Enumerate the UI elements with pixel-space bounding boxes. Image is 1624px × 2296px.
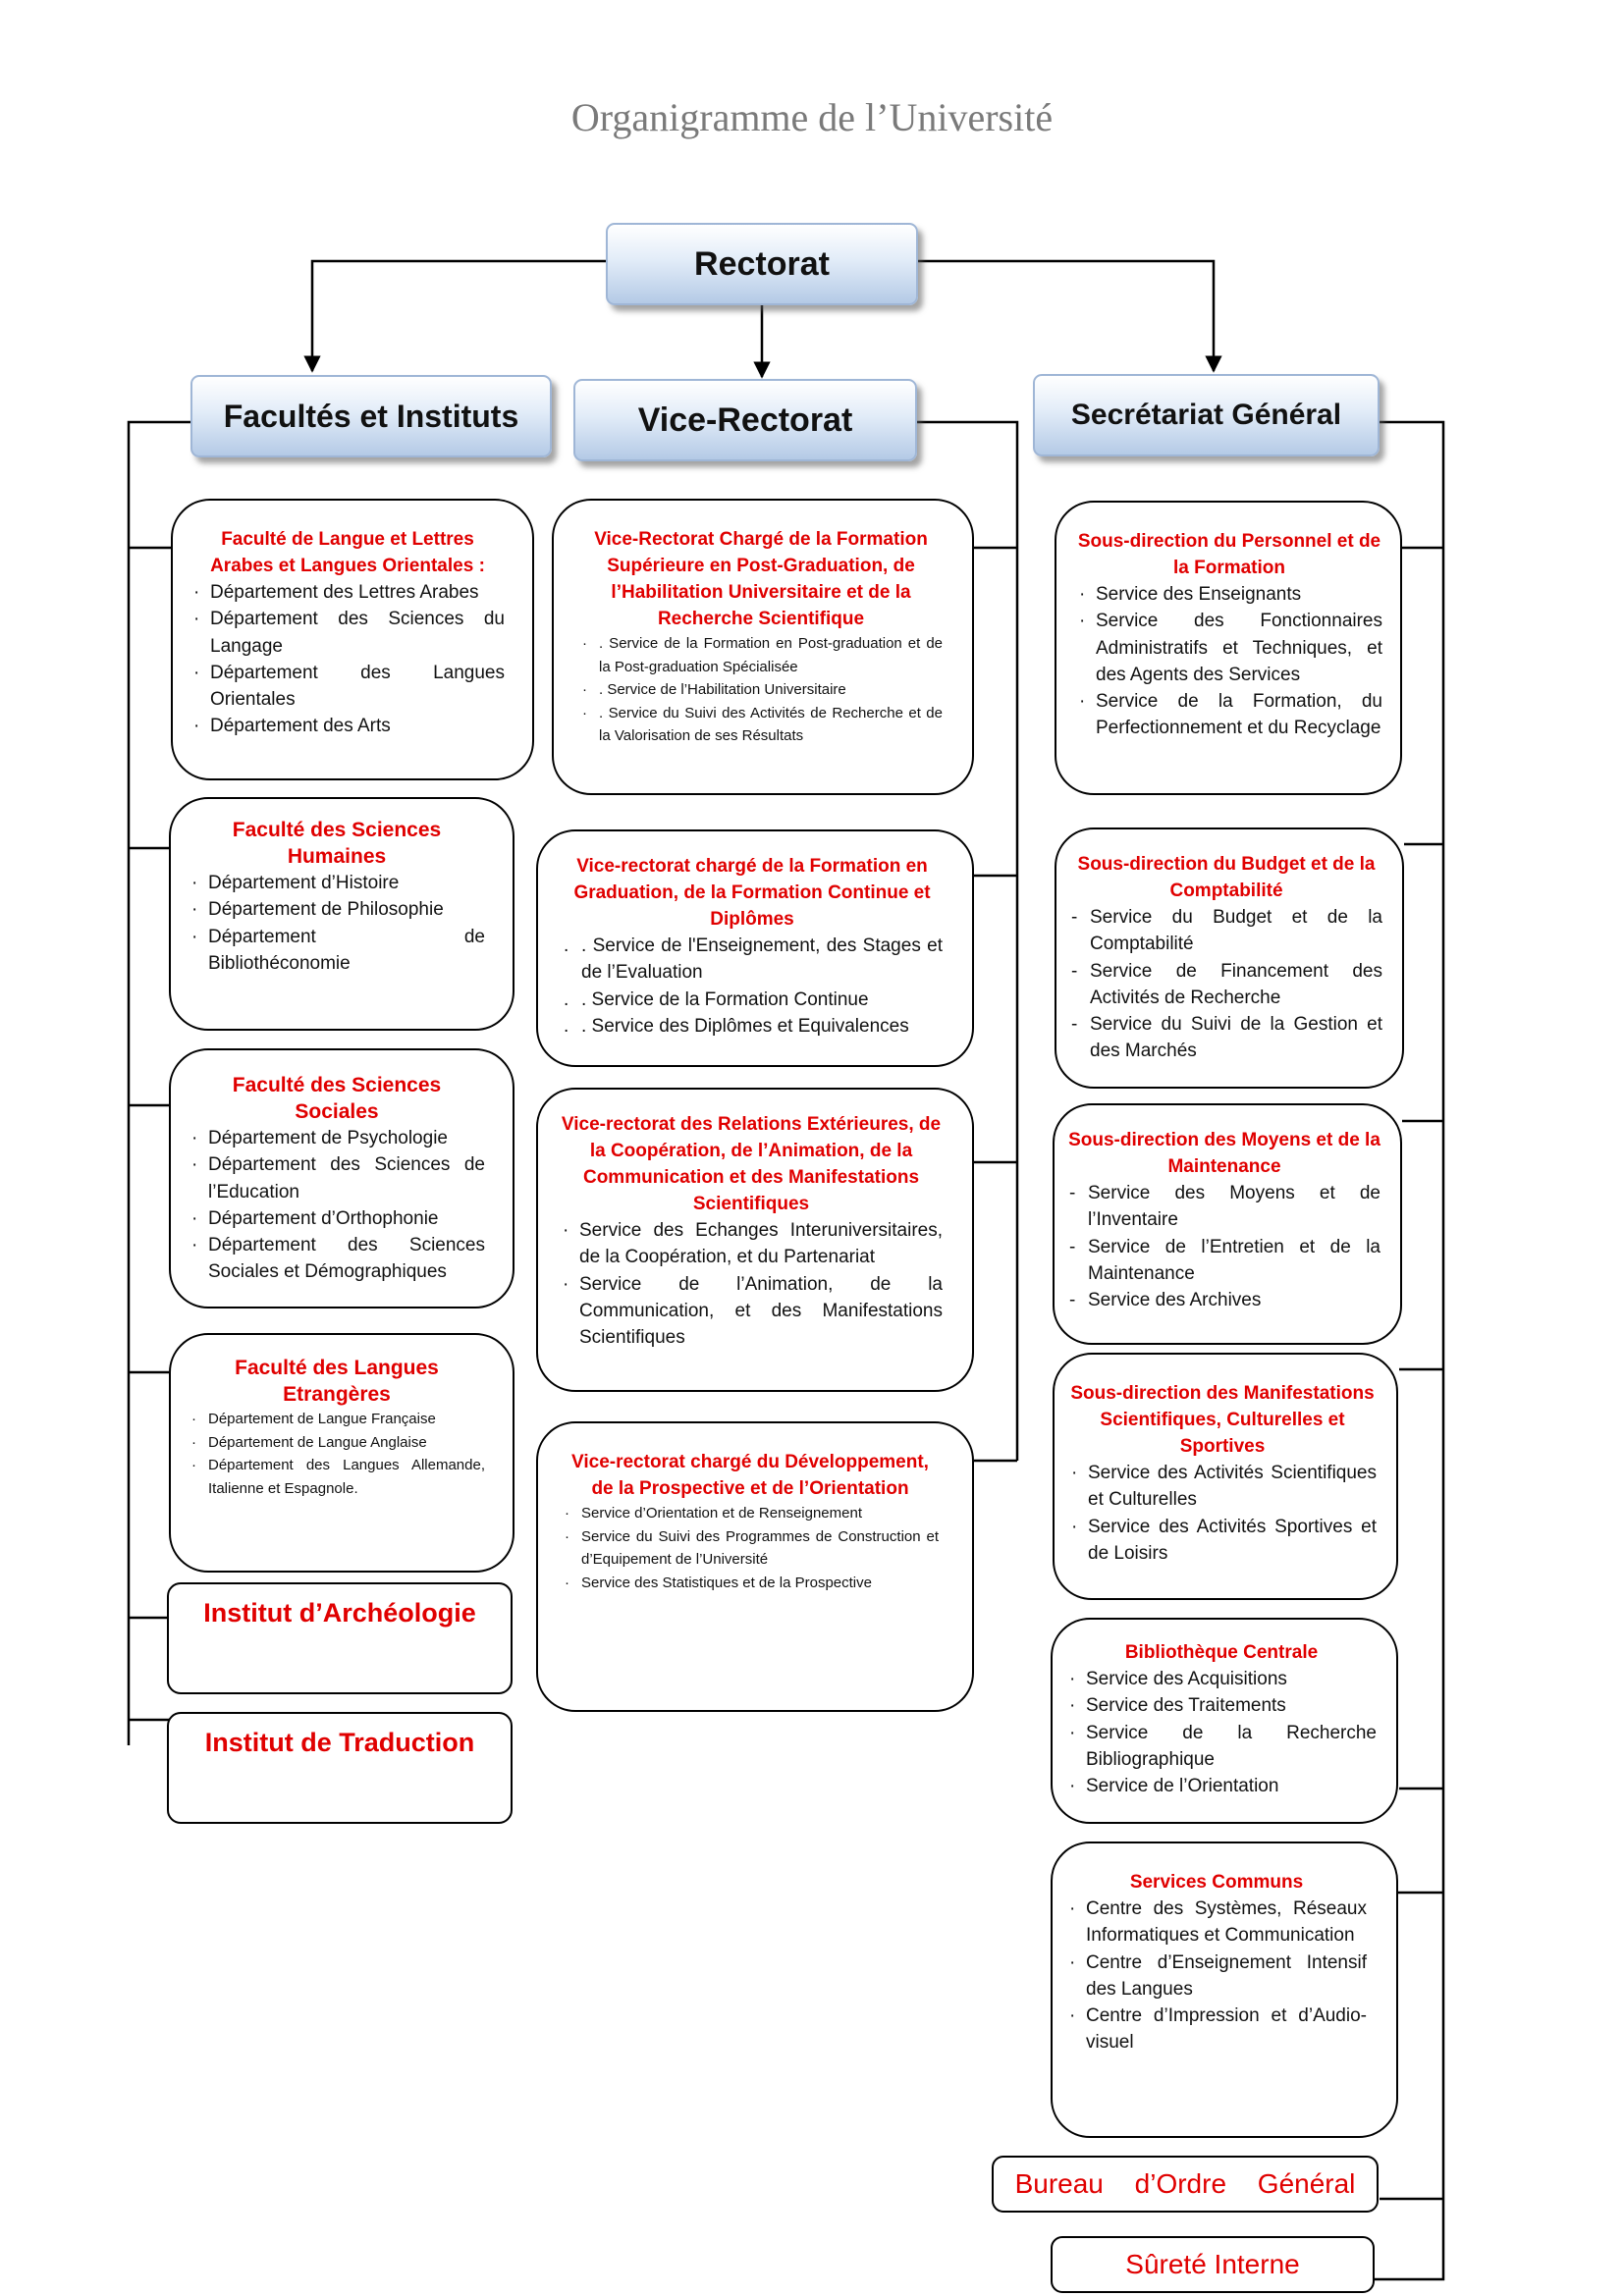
facultes-header: Facultés et Instituts	[190, 375, 552, 457]
service-item: Centre d’Impression et d’Audio-visuel	[1066, 2002, 1367, 2056]
rectorat-label: Rectorat	[694, 244, 830, 283]
vice-rectorat-title: Vice-Rectorat Chargé de la Formation Sup…	[594, 529, 928, 629]
services-communs-box: Services Communs Centre des Systèmes, Ré…	[1051, 1842, 1398, 2138]
departement-item: Département de Langue Française	[189, 1408, 485, 1431]
departement-item: Département de Langue Anglaise	[189, 1431, 485, 1455]
bibliotheque-centrale-box: Bibliothèque Centrale Service des Acquis…	[1051, 1618, 1398, 1824]
faculte-title: Faculté des Sciences Sociales	[232, 1074, 442, 1123]
departement-item: Département de Bibliothéconomie	[189, 924, 485, 978]
departement-item: Département de Psychologie	[189, 1125, 485, 1152]
service-item: Service des Echanges Interuniversitaires…	[560, 1217, 943, 1271]
service-item: Service de la Formation, du Perfectionne…	[1076, 688, 1382, 742]
institut-traduction-box: Institut de Traduction	[167, 1712, 513, 1824]
service-item: . Service de l'Enseignement, des Stages …	[562, 933, 943, 987]
service-item: Service d’Orientation et de Renseignemen…	[562, 1502, 939, 1525]
service-item: Service des Moyens et de l’Inventaire	[1068, 1180, 1380, 1234]
departement-item: Département des Arts	[190, 713, 505, 740]
faculte-langues-etrangeres-box: Faculté des Langues Etrangères Départeme…	[169, 1333, 514, 1573]
bureau-ordre-box: Bureau d’Ordre Général	[992, 2156, 1379, 2213]
service-item: Service des Archives	[1068, 1287, 1380, 1314]
surete-interne-box: Sûreté Interne	[1051, 2236, 1375, 2293]
service-item: . Service des Diplômes et Equivalences	[562, 1013, 943, 1041]
faculte-title: Faculté des Langues Etrangères	[235, 1357, 439, 1406]
service-item: Service des Enseignants	[1076, 581, 1382, 609]
service-item: Service des Statistiques et de la Prospe…	[562, 1572, 939, 1595]
sous-direction-title: Sous-direction du Personnel et de la For…	[1077, 531, 1381, 578]
secretariat-header: Secrétariat Général	[1033, 374, 1380, 456]
service-item: Service du Suivi de la Gestion et des Ma…	[1070, 1011, 1382, 1065]
institut-archeologie-box: Institut d’Archéologie	[167, 1582, 513, 1694]
service-item: Service de l’Entretien et de la Maintena…	[1068, 1234, 1380, 1288]
service-item: Service du Suivi des Programmes de Const…	[562, 1525, 939, 1572]
vice-rectorat-graduation-box: Vice-rectorat chargé de la Formation en …	[536, 829, 974, 1067]
rectorat-header: Rectorat	[606, 223, 918, 305]
service-item: Centre des Systèmes, Réseaux Informatiqu…	[1066, 1896, 1367, 1949]
bibliotheque-title: Bibliothèque Centrale	[1124, 1642, 1319, 1663]
faculte-sciences-humaines-box: Faculté des Sciences Humaines Départemen…	[169, 797, 514, 1031]
service-item: Service des Fonctionnaires Administratif…	[1076, 608, 1382, 688]
service-item: Service des Traitements	[1066, 1692, 1377, 1720]
sous-direction-manifestations-box: Sous-direction des Manifestations Scient…	[1053, 1353, 1398, 1600]
departement-item: Département des Langues Allemande, Itali…	[189, 1454, 485, 1500]
service-item: Service des Activités Sportives et de Lo…	[1068, 1514, 1377, 1568]
facultes-label: Facultés et Instituts	[223, 398, 519, 434]
service-item: Service des Activités Scientifiques et C…	[1068, 1460, 1377, 1514]
departement-item: Département des Langues Orientales	[190, 660, 505, 714]
service-item: . Service de la Formation en Post-gradua…	[579, 632, 943, 678]
service-item: Service des Acquisitions	[1066, 1666, 1377, 1693]
departement-item: Département des Lettres Arabes	[190, 579, 505, 607]
vice-rectorat-developpement-box: Vice-rectorat chargé du Développement, d…	[536, 1421, 974, 1712]
vice-rectorat-post-graduation-box: Vice-Rectorat Chargé de la Formation Sup…	[552, 499, 974, 795]
departement-item: Département d’Orthophonie	[189, 1205, 485, 1233]
service-item: Service de la Recherche Bibliographique	[1066, 1720, 1377, 1774]
vice-rectorat-header: Vice-Rectorat	[573, 379, 917, 461]
surete-interne-label: Sûreté Interne	[1125, 2249, 1300, 2279]
page-title: Organigramme de l’Université	[570, 95, 1054, 139]
departement-item: Département des Sciences de l’Education	[189, 1151, 485, 1205]
faculte-title: Faculté des Sciences Humaines	[232, 819, 442, 868]
service-item: . Service de l’Habilitation Universitair…	[579, 678, 943, 702]
sous-direction-moyens-box: Sous-direction des Moyens et de la Maint…	[1053, 1103, 1402, 1345]
service-item: . Service de la Formation Continue	[562, 987, 943, 1014]
sous-direction-title: Sous-direction des Moyens et de la Maint…	[1068, 1130, 1380, 1177]
secretariat-label: Secrétariat Général	[1070, 399, 1342, 431]
vice-rectorat-title: Vice-rectorat chargé de la Formation en …	[573, 856, 931, 930]
service-item: Service du Budget et de la Comptabilité	[1070, 904, 1382, 958]
faculte-sciences-sociales-box: Faculté des Sciences Sociales Départemen…	[169, 1048, 514, 1308]
sous-direction-title: Sous-direction du Budget et de la Compta…	[1077, 854, 1376, 901]
vice-rectorat-relations-exterieures-box: Vice-rectorat des Relations Extérieures,…	[536, 1088, 974, 1392]
sous-direction-title: Sous-direction des Manifestations Scient…	[1070, 1383, 1375, 1457]
departement-item: Département des Sciences Sociales et Dém…	[189, 1232, 485, 1286]
sous-direction-budget-box: Sous-direction du Budget et de la Compta…	[1055, 828, 1404, 1089]
departement-item: Département des Sciences du Langage	[190, 606, 505, 660]
vice-rectorat-title: Vice-rectorat chargé du Développement, d…	[571, 1452, 929, 1499]
service-item: . Service du Suivi des Activités de Rech…	[579, 702, 943, 748]
departement-item: Département d’Histoire	[189, 870, 485, 897]
sous-direction-personnel-box: Sous-direction du Personnel et de la For…	[1055, 501, 1402, 795]
services-communs-title: Services Communs	[1129, 1872, 1304, 1893]
vice-rectorat-title: Vice-rectorat des Relations Extérieures,…	[561, 1114, 942, 1214]
faculte-title: Faculté de Langue et Lettres Arabes et L…	[210, 529, 485, 576]
departement-item: Département de Philosophie	[189, 896, 485, 924]
faculte-lettres-arabes-box: Faculté de Langue et Lettres Arabes et L…	[171, 499, 534, 780]
vice-rectorat-label: Vice-Rectorat	[637, 400, 853, 439]
service-item: Service de Financement des Activités de …	[1070, 958, 1382, 1012]
service-item: Centre d’Enseignement Intensif des Langu…	[1066, 1949, 1367, 2003]
bureau-ordre-label: Bureau d’Ordre Général	[1014, 2168, 1356, 2199]
service-item: Service de l’Animation, de la Communicat…	[560, 1271, 943, 1352]
service-item: Service de l’Orientation	[1066, 1773, 1377, 1800]
